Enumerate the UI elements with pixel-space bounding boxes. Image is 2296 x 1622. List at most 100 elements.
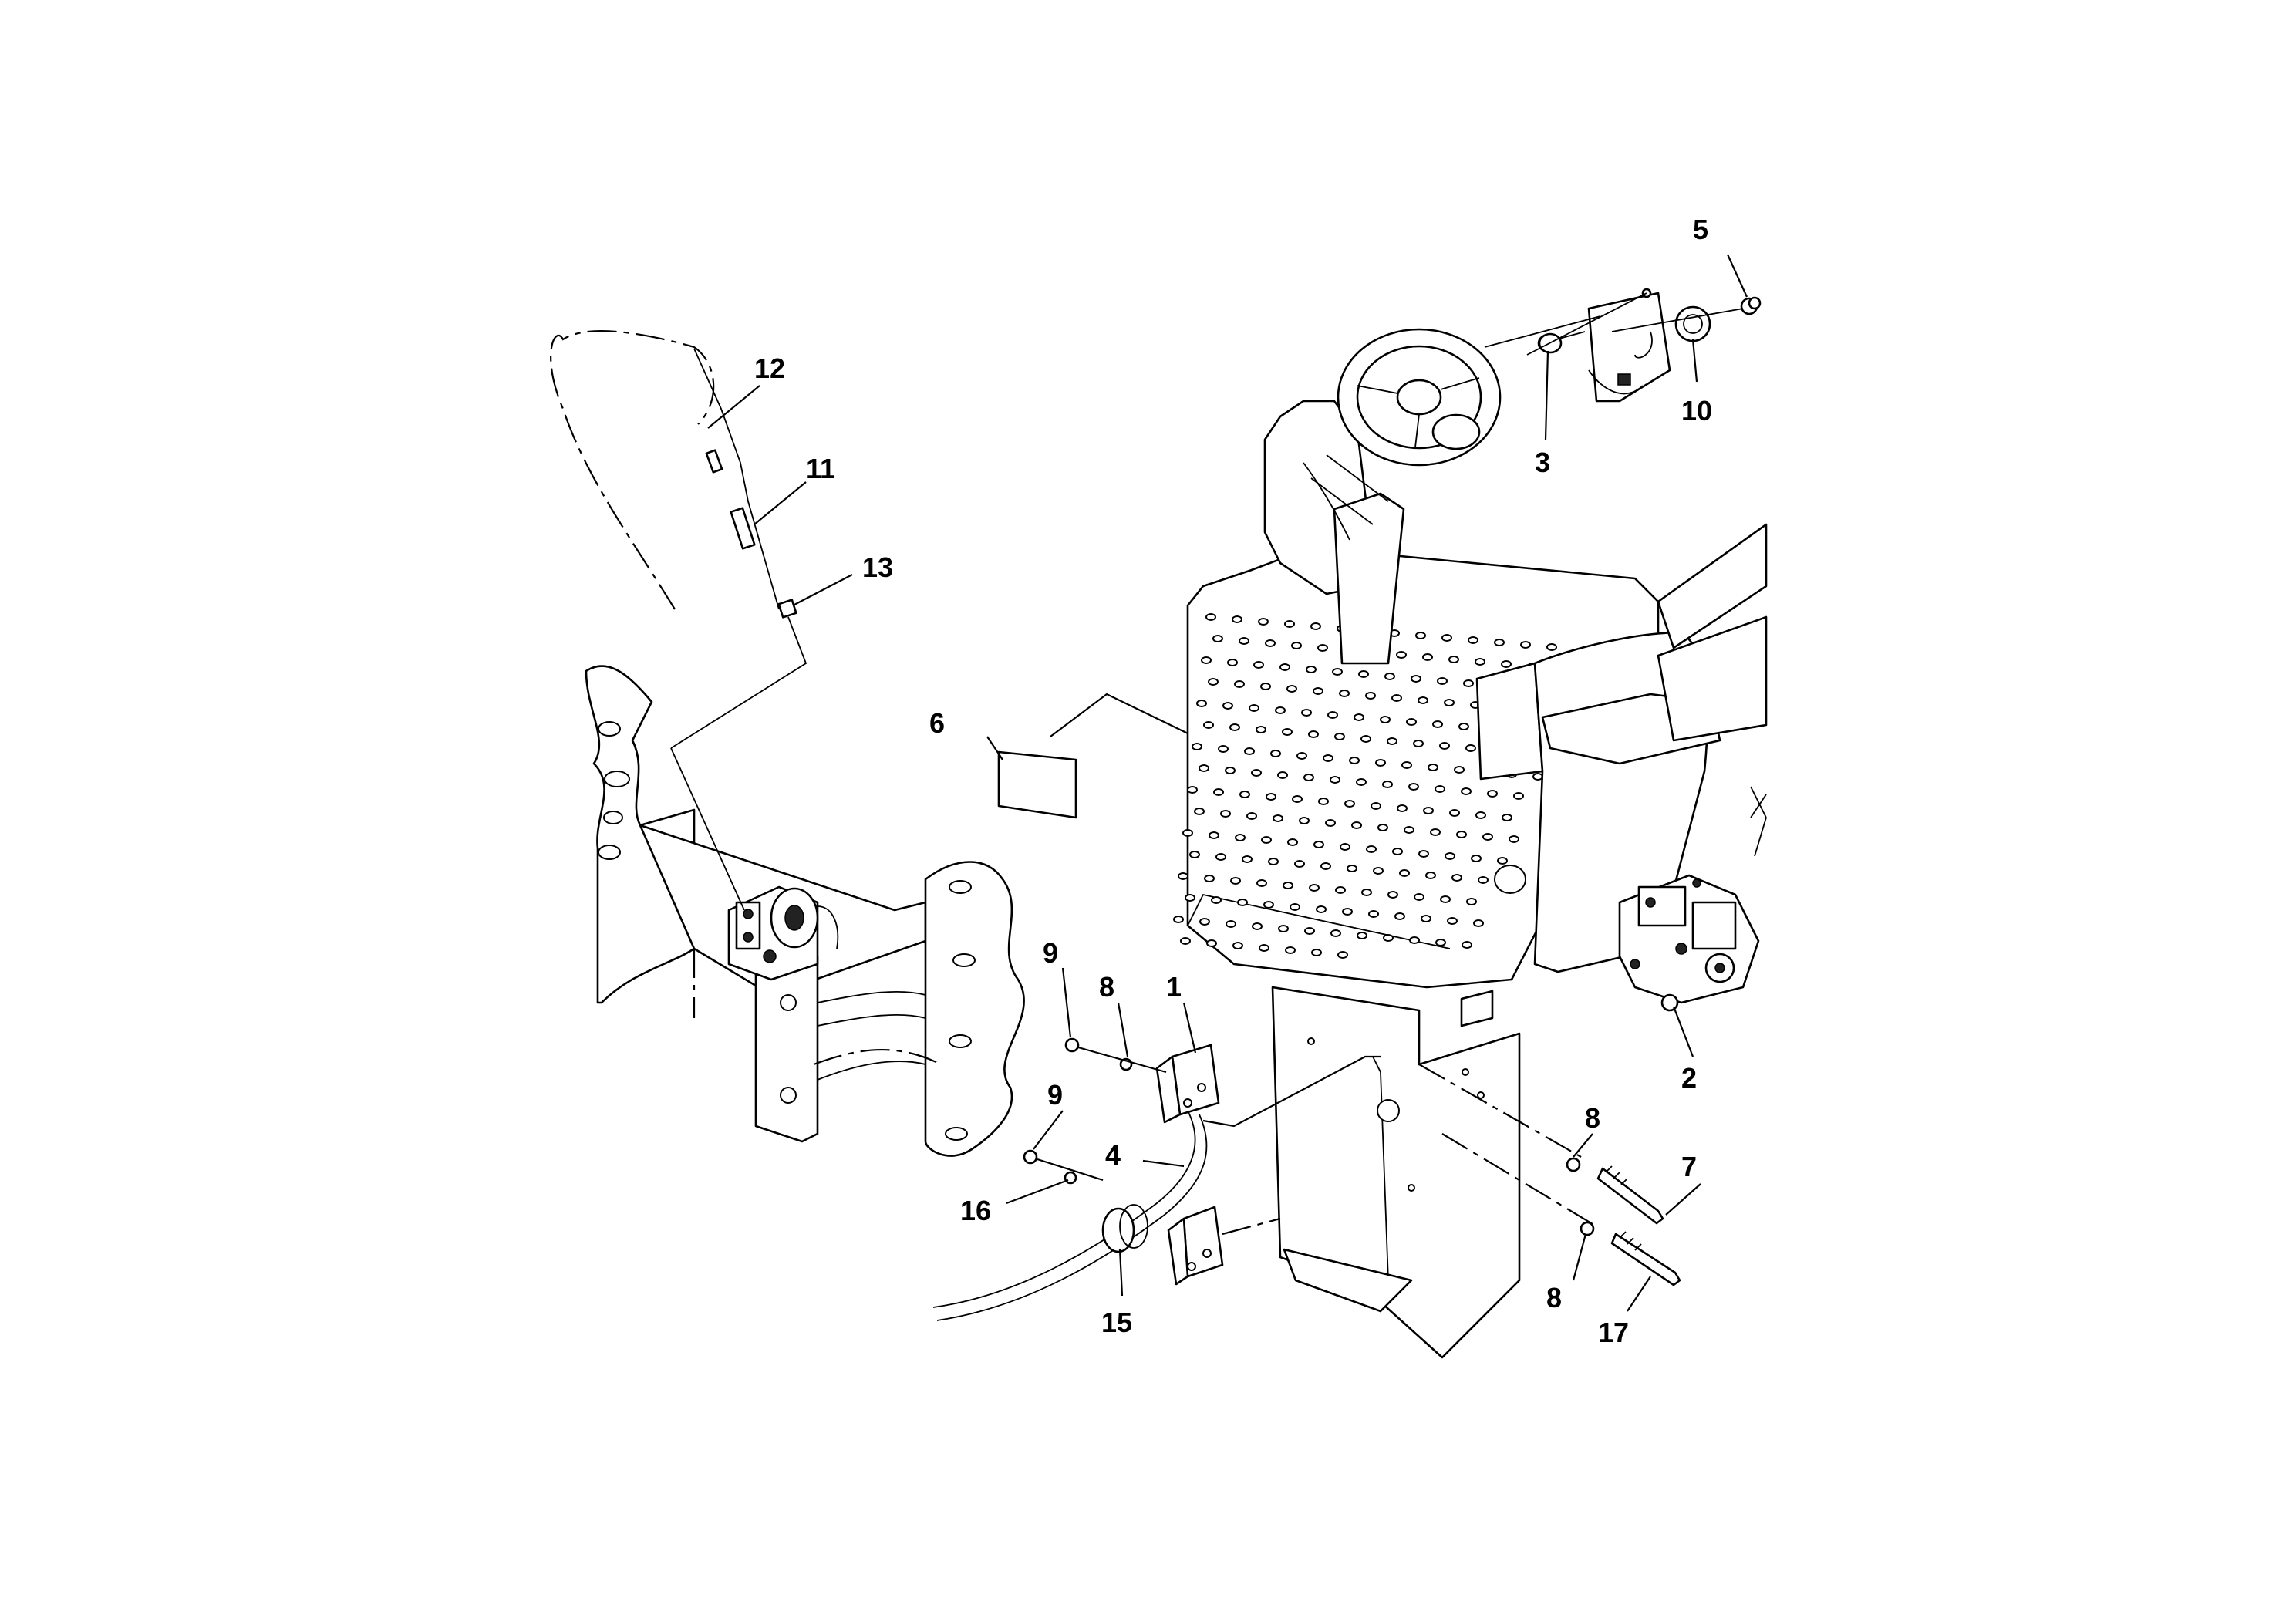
callout-3: 3 bbox=[1535, 447, 1550, 478]
mounting-bolts bbox=[1418, 1064, 1681, 1286]
tread-dimple bbox=[1366, 845, 1377, 853]
tread-dimple bbox=[1394, 912, 1405, 920]
tread-dimple bbox=[1285, 946, 1296, 954]
tread-dimple bbox=[1351, 821, 1362, 829]
tread-dimple bbox=[1260, 683, 1271, 690]
tread-dimple bbox=[1451, 874, 1462, 882]
tread-dimple bbox=[1360, 735, 1371, 743]
tread-dimple bbox=[1299, 817, 1310, 824]
tread-dimple bbox=[1265, 639, 1276, 647]
tread-dimple bbox=[1187, 786, 1198, 794]
tread-dimple bbox=[1334, 733, 1345, 740]
tread-dimple bbox=[1189, 851, 1200, 858]
tread-dimple bbox=[1456, 831, 1467, 838]
tread-dimple bbox=[1387, 737, 1397, 745]
tread-dimple bbox=[1368, 910, 1379, 918]
tread-dimple bbox=[1268, 858, 1279, 865]
callout-8-right-top: 8 bbox=[1585, 1102, 1600, 1134]
tread-dimple bbox=[1497, 857, 1508, 865]
tread-dimple bbox=[1335, 886, 1346, 894]
tread-dimple bbox=[1308, 730, 1319, 738]
tread-dimple bbox=[1435, 785, 1445, 793]
tread-dimple bbox=[1478, 876, 1489, 884]
tread-dimple bbox=[1380, 716, 1391, 723]
tread-dimple bbox=[1213, 788, 1224, 796]
tread-dimple bbox=[1430, 828, 1441, 836]
tread-dimple bbox=[1392, 848, 1403, 855]
tread-dimple bbox=[1215, 853, 1226, 861]
tread-dimple bbox=[1327, 711, 1338, 719]
tread-dimple bbox=[1365, 692, 1376, 700]
tread-dimple bbox=[1253, 661, 1264, 669]
callout-11: 11 bbox=[806, 453, 835, 484]
tread-dimple bbox=[1199, 918, 1210, 926]
callout-10: 10 bbox=[1681, 395, 1712, 427]
tread-dimple bbox=[1316, 905, 1327, 913]
tread-dimple bbox=[1347, 865, 1357, 872]
tread-dimple bbox=[1425, 872, 1436, 879]
tread-dimple bbox=[1222, 702, 1233, 710]
tread-dimple bbox=[1339, 690, 1350, 697]
callout-7: 7 bbox=[1681, 1151, 1697, 1182]
tread-dimple bbox=[1475, 658, 1485, 666]
tread-dimple bbox=[1396, 651, 1407, 659]
tread-dimple bbox=[1261, 836, 1272, 844]
tread-dimple bbox=[1211, 896, 1222, 904]
tread-dimple bbox=[1373, 867, 1384, 875]
cable-routing bbox=[550, 330, 715, 610]
tread-dimple bbox=[1377, 824, 1388, 831]
tread-dimple bbox=[1494, 639, 1505, 646]
throttle-cable-assembly bbox=[550, 330, 807, 911]
tread-dimple bbox=[1232, 615, 1242, 623]
tread-dimple bbox=[1230, 877, 1241, 885]
tread-dimple bbox=[1208, 678, 1219, 686]
tread-dimple bbox=[1465, 744, 1476, 752]
tread-dimple bbox=[1239, 637, 1249, 645]
callout-8-top: 8 bbox=[1099, 971, 1114, 1003]
tread-dimple bbox=[1212, 635, 1223, 642]
tread-dimple bbox=[1301, 709, 1312, 717]
tread-dimple bbox=[1279, 663, 1290, 671]
callout-13: 13 bbox=[862, 551, 893, 583]
operator-platform bbox=[1173, 328, 1768, 989]
tread-dimple bbox=[1218, 745, 1229, 753]
tread-dimple bbox=[1461, 787, 1472, 795]
cable-12 bbox=[693, 348, 780, 610]
tread-dimple bbox=[1330, 929, 1341, 937]
tread-dimple bbox=[1318, 798, 1329, 805]
tread-dimple bbox=[1423, 807, 1434, 814]
tread-dimple bbox=[1313, 841, 1324, 848]
tread-dimple bbox=[1226, 920, 1236, 928]
tread-dimple bbox=[1482, 833, 1493, 841]
callout-4: 4 bbox=[1105, 1139, 1121, 1171]
tread-dimple bbox=[1237, 899, 1248, 906]
tread-dimple bbox=[1296, 752, 1307, 760]
tread-dimple bbox=[1304, 927, 1315, 935]
tread-dimple bbox=[1340, 843, 1350, 851]
callout-8-right-bottom: 8 bbox=[1546, 1282, 1562, 1313]
tread-dimple bbox=[1471, 855, 1482, 862]
tread-dimple bbox=[1258, 618, 1269, 626]
tread-dimple bbox=[1546, 643, 1557, 651]
tread-dimple bbox=[1263, 901, 1274, 909]
tread-dimple bbox=[1475, 811, 1486, 819]
tread-dimple bbox=[1382, 781, 1393, 788]
tread-dimple bbox=[1246, 812, 1257, 820]
tread-dimple bbox=[1277, 771, 1288, 779]
tread-dimple bbox=[1449, 809, 1460, 817]
tread-dimple bbox=[1282, 728, 1293, 736]
tread-dimple bbox=[1387, 891, 1398, 899]
callout-labels: 5 10 3 12 11 13 6 2 1 8 9 9 4 16 15 8 7 … bbox=[754, 214, 1712, 1348]
tread-dimple bbox=[1435, 939, 1446, 946]
tread-dimple bbox=[1439, 742, 1450, 750]
tread-dimple bbox=[1330, 776, 1340, 784]
tread-dimple bbox=[1468, 636, 1478, 644]
tread-dimple bbox=[1313, 687, 1323, 695]
tread-dimple bbox=[1532, 773, 1543, 781]
tread-dimple bbox=[1266, 793, 1276, 801]
tread-dimple bbox=[1408, 783, 1419, 791]
tread-dimple bbox=[1227, 659, 1238, 666]
tread-dimple bbox=[1513, 792, 1524, 800]
tread-dimple bbox=[1323, 754, 1333, 762]
tread-dimple bbox=[1413, 740, 1424, 747]
